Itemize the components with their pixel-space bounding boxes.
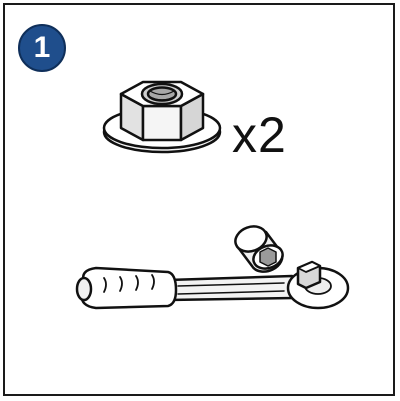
step-number-badge: 1 [18, 24, 66, 72]
step-number: 1 [33, 31, 51, 64]
instruction-panel [3, 3, 395, 396]
nut-quantity-label: x2 [232, 107, 287, 163]
ratchet-wrench-icon [75, 260, 350, 310]
socket-icon [234, 225, 284, 273]
flange-nut-icon [102, 80, 222, 154]
